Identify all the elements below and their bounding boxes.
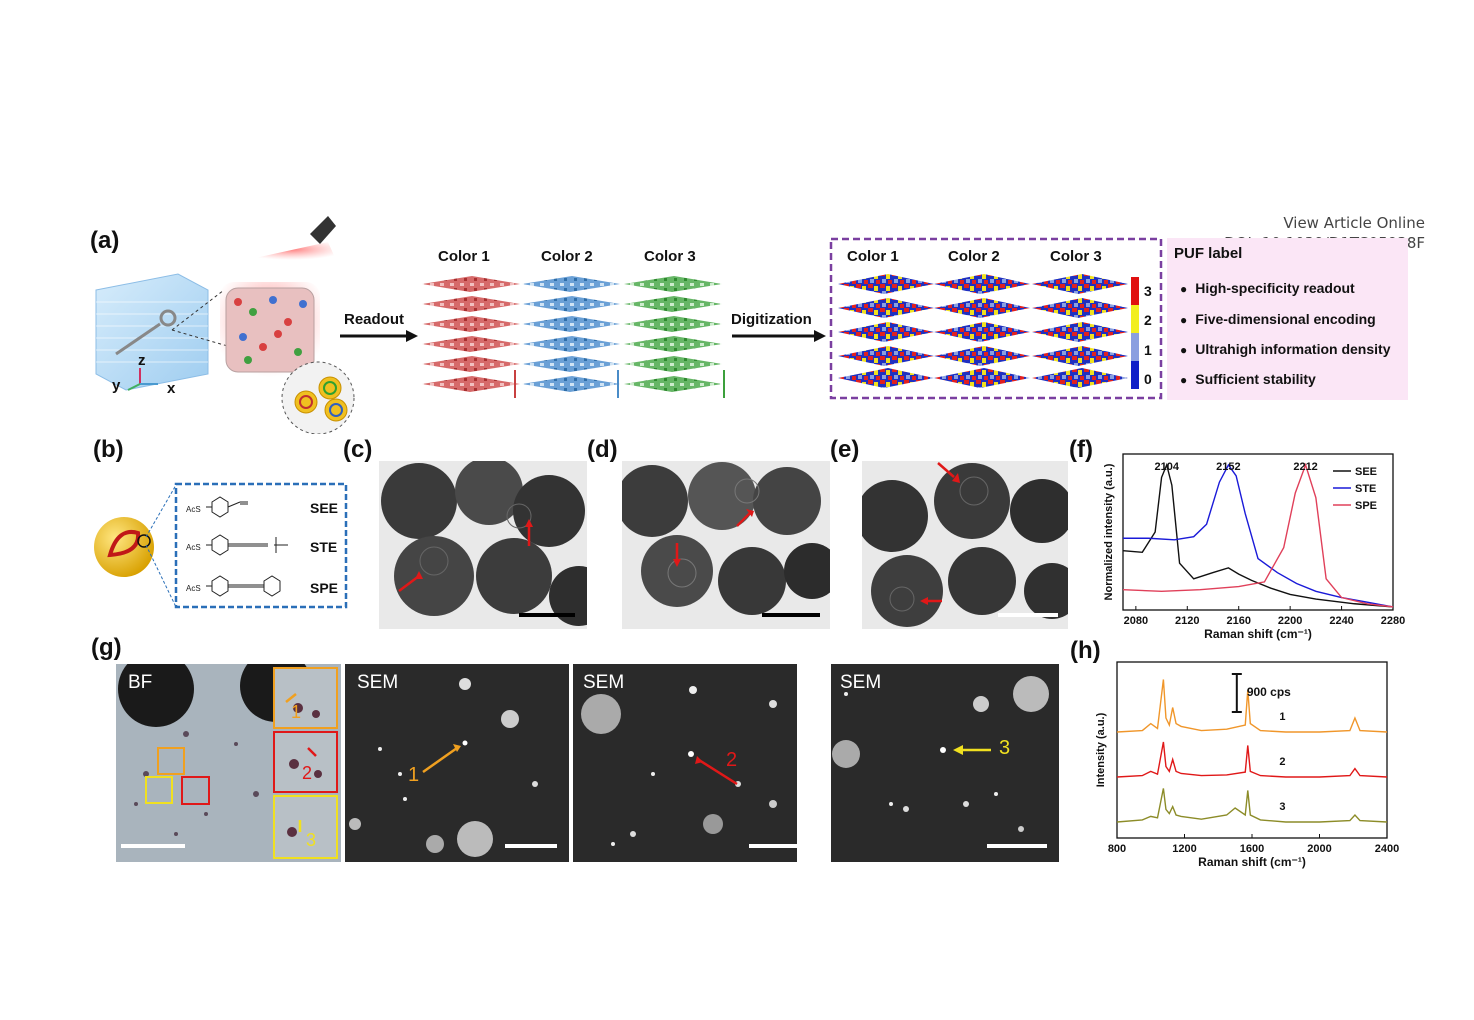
colorbar-segment-3 (1131, 277, 1139, 305)
colorbar-segment-1 (1131, 333, 1139, 361)
chart-f-legend-label: SEE (1355, 466, 1377, 478)
chart-f-xtick-label: 2240 (1329, 615, 1353, 627)
chart-h-ylabel: Intensity (a.u.) (1095, 712, 1107, 787)
readout-color-1-title: Color 1 (438, 248, 490, 265)
chart-h-series-3 (1116, 788, 1388, 823)
chart-f-xlabel: Raman shift (cm⁻¹) (1204, 627, 1312, 641)
chart-f-frame (1122, 453, 1394, 611)
colorbar-segment-0 (1131, 361, 1139, 389)
axis-x-label: x (167, 380, 176, 397)
bf-image (116, 664, 341, 862)
tem-image-e (862, 461, 1068, 629)
chart-h-scale-label: 900 cps (1247, 685, 1291, 699)
chart-f-xtick-label: 2160 (1226, 615, 1250, 627)
digit-color-2-title: Color 2 (948, 248, 1000, 265)
chart-f-peak-label: 2212 (1293, 461, 1317, 473)
chart-h-xtick-label: 1200 (1172, 843, 1196, 855)
tem-image-d (622, 461, 830, 629)
panel-e-label: (e) (830, 436, 860, 463)
chart-h-series-2 (1116, 741, 1388, 778)
chart-h-xtick-label: 800 (1108, 843, 1126, 855)
puf-item: Sufficient stability (1180, 371, 1316, 387)
chart-f-series-ste (1123, 463, 1394, 608)
panel-b-label: (b) (93, 436, 124, 463)
sem-marker-1: 1 (408, 764, 420, 786)
panel-a-label: (a) (90, 227, 120, 254)
readout-label: Readout (344, 311, 404, 328)
chart-f-legend-label: STE (1355, 483, 1376, 495)
molecule-name-spe: SPE (310, 580, 338, 596)
chart-f-series-spe (1122, 462, 1394, 608)
panel-b-structures: AcS SEE AcS STE AcS SPE (94, 482, 348, 609)
panel-a-illustration: z y x (95, 216, 1163, 434)
chart-h-series-label: 2 (1279, 756, 1285, 768)
molecule-name-see: SEE (310, 500, 338, 516)
bf-marker-1: 1 (291, 702, 302, 722)
sem-label-2: SEM (583, 672, 625, 693)
bf-marker-2: 2 (302, 763, 313, 783)
axis-y-label: y (112, 377, 121, 394)
puf-item: Ultrahigh information density (1180, 341, 1390, 357)
sem-image-3 (831, 664, 1059, 862)
panel-f-label: (f) (1069, 436, 1093, 463)
digit-color-1-title: Color 1 (847, 248, 899, 265)
panel-d-label: (d) (587, 436, 618, 463)
puf-item: High-specificity readout (1180, 280, 1354, 296)
sem-image-2 (573, 664, 797, 862)
colorbar-tick-3: 3 (1144, 283, 1152, 299)
readout-color-2-title: Color 2 (541, 248, 593, 265)
chart-f-ylabel: Normalized intensity (a.u.) (1103, 463, 1115, 600)
chart-h-xtick-label: 2000 (1307, 843, 1331, 855)
panel-g-label: (g) (91, 634, 122, 661)
axis-z-label: z (138, 352, 146, 369)
colorbar-tick-2: 2 (1144, 312, 1152, 328)
chart-f-legend-label: SPE (1355, 500, 1377, 512)
chart-f-xtick-label: 2080 (1124, 615, 1148, 627)
sem-label-1: SEM (357, 672, 399, 693)
sem-image-1 (345, 664, 569, 862)
chart-f-xtick-label: 2200 (1278, 615, 1302, 627)
tem-image-c (379, 461, 587, 629)
chart-h-xtick-label: 1600 (1240, 843, 1264, 855)
chart-h-series-1 (1116, 679, 1388, 733)
chart-h-xtick-label: 2400 (1375, 843, 1399, 855)
bf-label: BF (128, 672, 153, 693)
digit-color-3-title: Color 3 (1050, 248, 1102, 265)
view-article-link[interactable]: View Article Online (1283, 214, 1425, 232)
colorbar-tick-0: 0 (1144, 371, 1152, 387)
puf-item: Five-dimensional encoding (1180, 311, 1375, 327)
chart-h-series-label: 1 (1279, 711, 1285, 723)
readout-color-3-title: Color 3 (644, 248, 696, 265)
chart-f-xtick-label: 2120 (1175, 615, 1199, 627)
chart-f-xtick-label: 2280 (1381, 615, 1405, 627)
panel-h-label: (h) (1070, 637, 1101, 664)
puf-title: PUF label (1174, 245, 1243, 262)
molecule-prefix: AcS (186, 505, 201, 514)
sem-marker-2: 2 (726, 749, 738, 771)
molecule-prefix: AcS (186, 543, 201, 552)
panel-c-label: (c) (343, 436, 373, 463)
chart-h-series-label: 3 (1279, 801, 1285, 813)
colorbar-segment-2 (1131, 305, 1139, 333)
chart-f-peak-label: 2152 (1216, 461, 1240, 473)
sem-label-3: SEM (840, 672, 882, 693)
bf-marker-3: 3 (306, 830, 317, 850)
chart-h-xlabel: Raman shift (cm⁻¹) (1198, 855, 1306, 869)
molecule-prefix: AcS (186, 584, 201, 593)
molecule-name-ste: STE (310, 539, 337, 555)
digitization-label: Digitization (731, 311, 812, 328)
chart-f-peak-label: 2104 (1154, 461, 1179, 473)
chart-f-series-see (1122, 462, 1394, 608)
colorbar-tick-1: 1 (1144, 342, 1152, 358)
sem-marker-3: 3 (999, 737, 1011, 759)
